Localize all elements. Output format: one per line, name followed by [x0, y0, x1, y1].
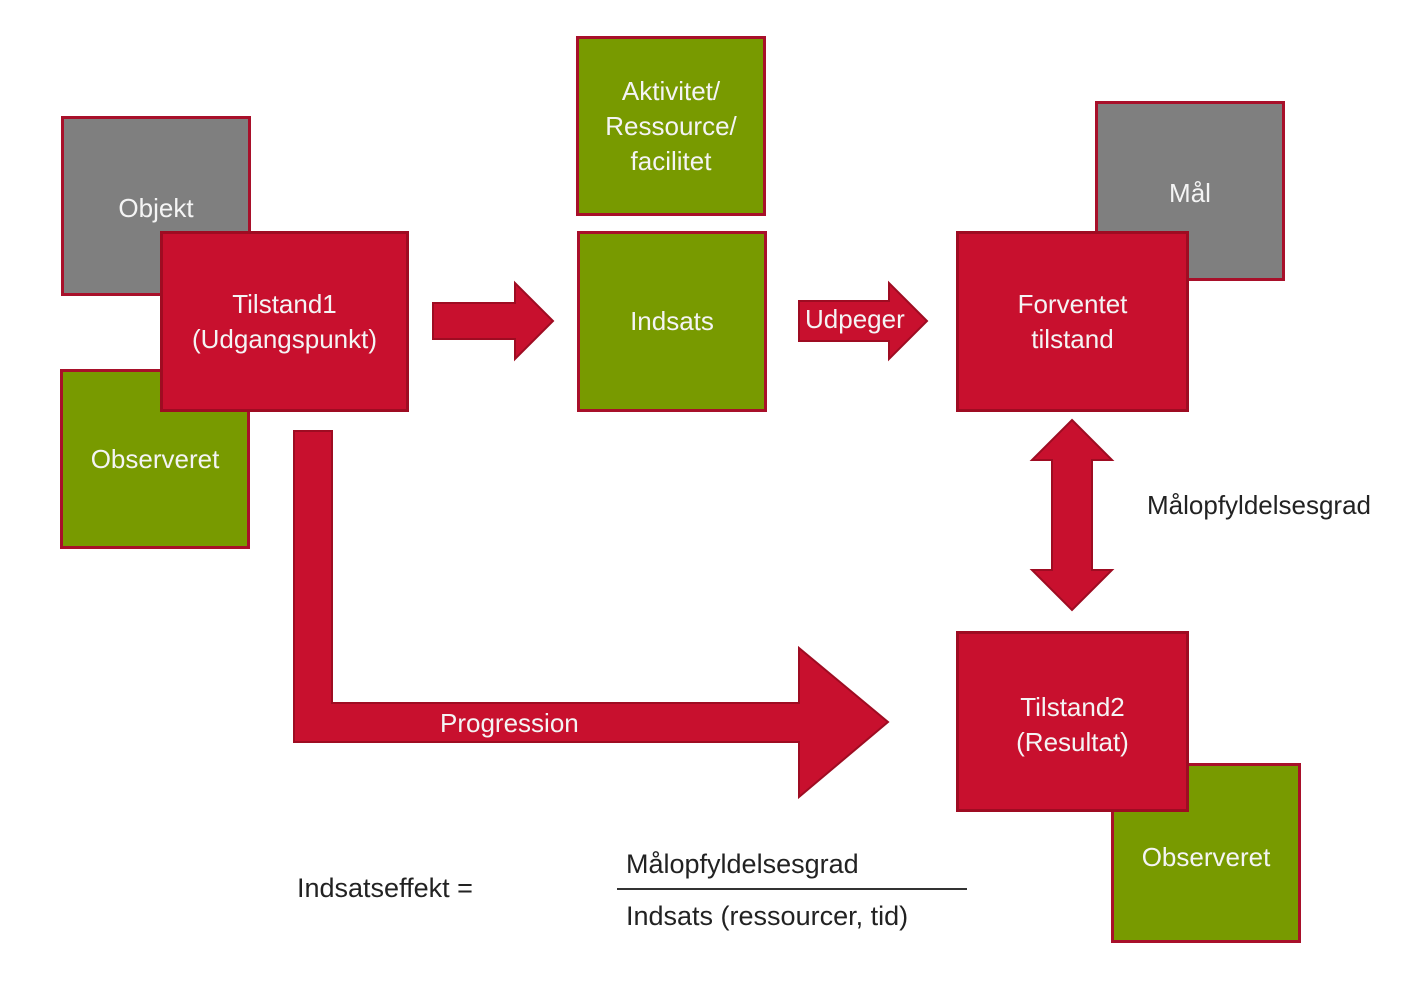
udpeger-label: Udpeger	[805, 304, 905, 334]
indsats-box: Indsats	[577, 231, 767, 412]
maal-label: Mål	[1169, 178, 1211, 208]
observeret-left-label: Observeret	[90, 443, 220, 474]
tilstand2-box: Tilstand2 (Resultat)	[956, 631, 1189, 812]
aktivitet-box: Aktivitet/ Ressource/ facilitet	[576, 36, 766, 216]
tilstand2-label-line1: Tilstand2	[1020, 692, 1125, 722]
arrow-udpeger	[798, 280, 929, 362]
indsats-label: Indsats	[630, 306, 714, 336]
aktivitet-label-line2: Ressource/	[605, 110, 737, 141]
formula-denominator: Indsats (ressourcer, tid)	[626, 901, 909, 931]
tilstand2-label-line2: (Resultat)	[1016, 727, 1129, 757]
arrow-maalopfyldelsesgrad	[1029, 418, 1115, 612]
formula-lhs: Indsatseffekt =	[297, 873, 473, 903]
tilstand1-box: Tilstand1 (Udgangspunkt)	[160, 231, 409, 412]
aktivitet-label-line3: facilitet	[630, 145, 712, 176]
arrow-progression	[293, 430, 890, 800]
maalopfyldelsesgrad-label: Målopfyldelsesgrad	[1147, 490, 1372, 520]
forventet-label-line2: tilstand	[1031, 323, 1114, 354]
tilstand1-label-line2: (Udgangspunkt)	[192, 323, 377, 354]
aktivitet-label-line1: Aktivitet/	[621, 75, 721, 106]
progression-label: Progression	[440, 708, 579, 738]
formula-fraction-line	[617, 888, 967, 890]
observeret-right-label: Observeret	[1141, 842, 1271, 872]
forventet-tilstand-box: Forventet tilstand	[956, 231, 1189, 412]
observeret-left-box: Observeret	[60, 369, 250, 549]
forventet-label-line1: Forventet	[1017, 288, 1128, 319]
arrow-tilstand1-to-indsats	[432, 280, 555, 362]
tilstand1-label-line1: Tilstand1	[232, 288, 337, 319]
objekt-label: Objekt	[118, 192, 194, 223]
formula-numerator: Målopfyldelsesgrad	[626, 849, 859, 879]
